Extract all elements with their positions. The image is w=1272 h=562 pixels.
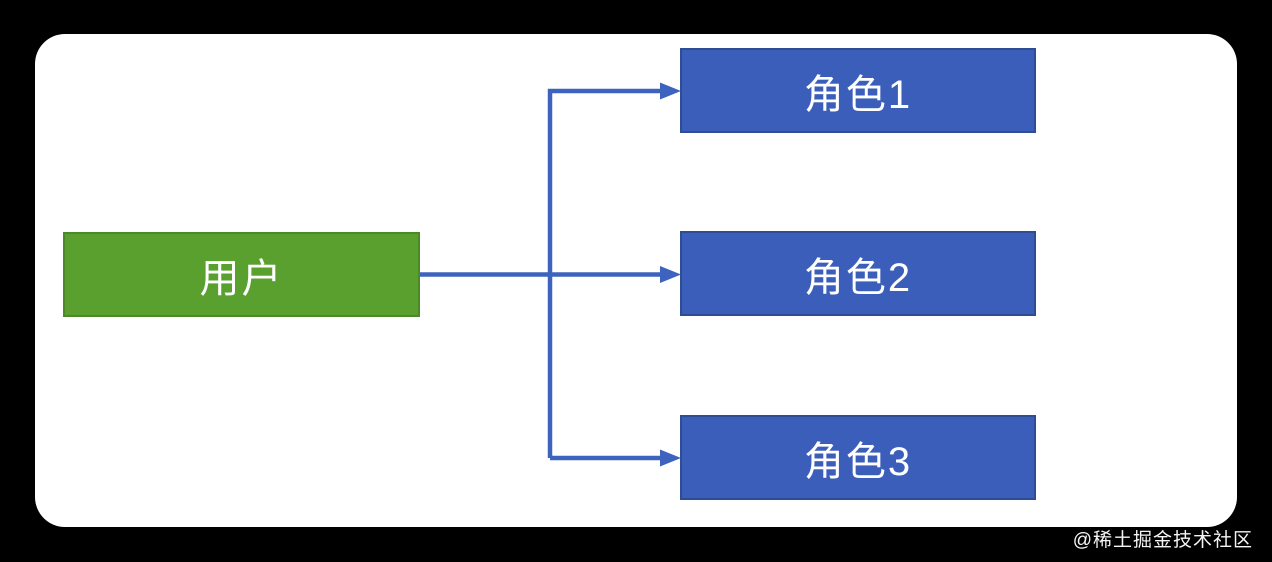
- user-node-label: 用户: [199, 256, 284, 301]
- user-node: 用户: [63, 232, 420, 317]
- role-node-1-label: 角色1: [803, 72, 913, 117]
- role-node-2: 角色2: [680, 231, 1036, 316]
- role-node-1: 角色1: [680, 48, 1036, 133]
- watermark: @稀土掘金技术社区: [1072, 530, 1253, 551]
- role-node-3: 角色3: [680, 415, 1036, 500]
- role-node-2-label: 角色2: [803, 255, 913, 300]
- role-node-3-label: 角色3: [803, 439, 913, 484]
